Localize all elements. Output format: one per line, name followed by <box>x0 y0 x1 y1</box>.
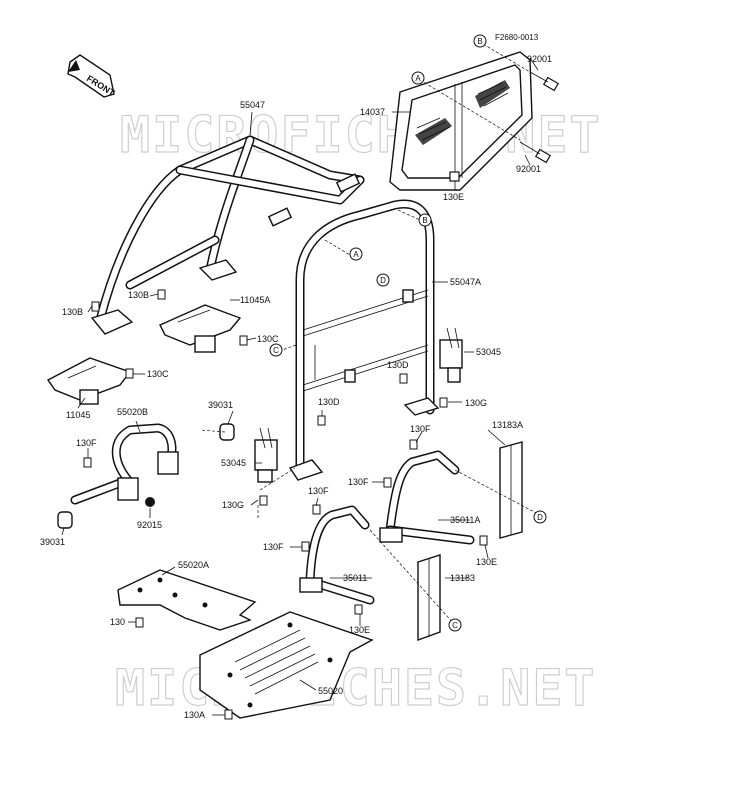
svg-text:A: A <box>353 250 359 259</box>
side-bar-35011 <box>299 505 375 605</box>
label-55020B: 55020B <box>117 407 148 417</box>
grab-bar-55020B <box>70 423 179 505</box>
svg-text:C: C <box>273 346 279 355</box>
callout-C-bottom: C <box>448 618 462 632</box>
roll-bar-55047 <box>90 135 365 335</box>
watermark-bottom: MICROFICHES.NET <box>115 659 597 717</box>
latch-53045-right <box>439 327 463 383</box>
label-11045A: 11045A <box>240 295 270 305</box>
grommet-39031-bottom <box>57 511 73 529</box>
label-39031-bottom: 39031 <box>40 537 65 547</box>
callout-C-left: C <box>269 343 283 357</box>
svg-text:C: C <box>452 621 458 630</box>
label-55047: 55047 <box>240 100 265 110</box>
label-92001-bottom: 92001 <box>516 164 541 174</box>
label-130D-mid: 130D <box>318 397 340 407</box>
label-130B-left: 130B <box>62 307 83 317</box>
label-92001-top: 92001 <box>527 54 552 64</box>
label-130F-mid-top: 130F <box>410 424 431 434</box>
latch-53045-left <box>254 427 278 483</box>
skid-plate-55020A <box>117 569 257 631</box>
label-130E-top: 130E <box>443 192 464 202</box>
bolt-92001-bottom <box>519 141 552 164</box>
figure-code: F2680-0013 <box>495 33 539 42</box>
grommet-39031-top <box>219 423 235 441</box>
label-130G-right: 130G <box>465 398 487 408</box>
label-130B-mid: 130B <box>128 290 149 300</box>
label-130F-center: 130F <box>308 486 329 496</box>
label-55020A: 55020A <box>178 560 209 570</box>
front-direction-arrow: FRONT <box>67 54 117 98</box>
reference-lines <box>199 43 541 626</box>
label-92015: 92015 <box>137 520 162 530</box>
bracket-11045 <box>46 357 132 405</box>
label-35011A: 35011A <box>450 515 480 525</box>
bolt-92001-top <box>529 71 560 92</box>
svg-text:D: D <box>537 513 543 522</box>
label-130C-left: 130C <box>147 369 169 379</box>
label-130: 130 <box>110 617 125 627</box>
label-13183: 13183 <box>450 573 475 583</box>
roll-bar-55047A <box>288 199 440 481</box>
label-35011: 35011 <box>343 573 367 583</box>
small-bolts <box>83 289 488 720</box>
rear-screen-14037 <box>389 51 533 191</box>
plate-13183A <box>499 441 523 539</box>
side-bar-35011A <box>379 450 475 545</box>
svg-text:B: B <box>422 216 427 225</box>
svg-text:D: D <box>380 276 386 285</box>
bracket-11045A <box>159 304 242 353</box>
label-130A: 130A <box>184 710 205 720</box>
label-130F-mid: 130F <box>348 477 369 487</box>
label-53045-right: 53045 <box>476 347 501 357</box>
label-130G-left: 130G <box>222 500 244 510</box>
label-55020: 55020 <box>318 686 343 696</box>
label-130E-bottom: 130E <box>349 625 370 635</box>
label-11045: 11045 <box>66 410 90 420</box>
nut-92015 <box>145 497 155 507</box>
label-130F-left: 130F <box>76 438 97 448</box>
callout-D-bottom: D <box>533 510 547 524</box>
callout-B-mid: B <box>418 213 432 227</box>
label-55047A: 55047A <box>450 277 481 287</box>
bolt-130E-top <box>449 171 460 190</box>
label-130F-low: 130F <box>263 542 284 552</box>
skid-plate-55020 <box>199 611 374 719</box>
svg-text:A: A <box>415 74 421 83</box>
plate-13183 <box>417 554 441 641</box>
label-130D-right: 130D <box>387 360 409 370</box>
label-13183A: 13183A <box>492 420 523 430</box>
label-14037: 14037 <box>360 107 385 117</box>
label-130C-right: 130C <box>257 334 279 344</box>
label-130E-mid: 130E <box>476 557 497 567</box>
callout-A-top: A <box>411 71 425 85</box>
callout-D-top: D <box>376 273 390 287</box>
callout-B-top: B <box>473 34 487 48</box>
label-39031-top: 39031 <box>208 400 233 410</box>
leader-lines <box>61 57 539 716</box>
svg-text:B: B <box>477 37 482 46</box>
callout-A-mid: A <box>349 247 363 261</box>
label-53045-left: 53045 <box>221 458 246 468</box>
